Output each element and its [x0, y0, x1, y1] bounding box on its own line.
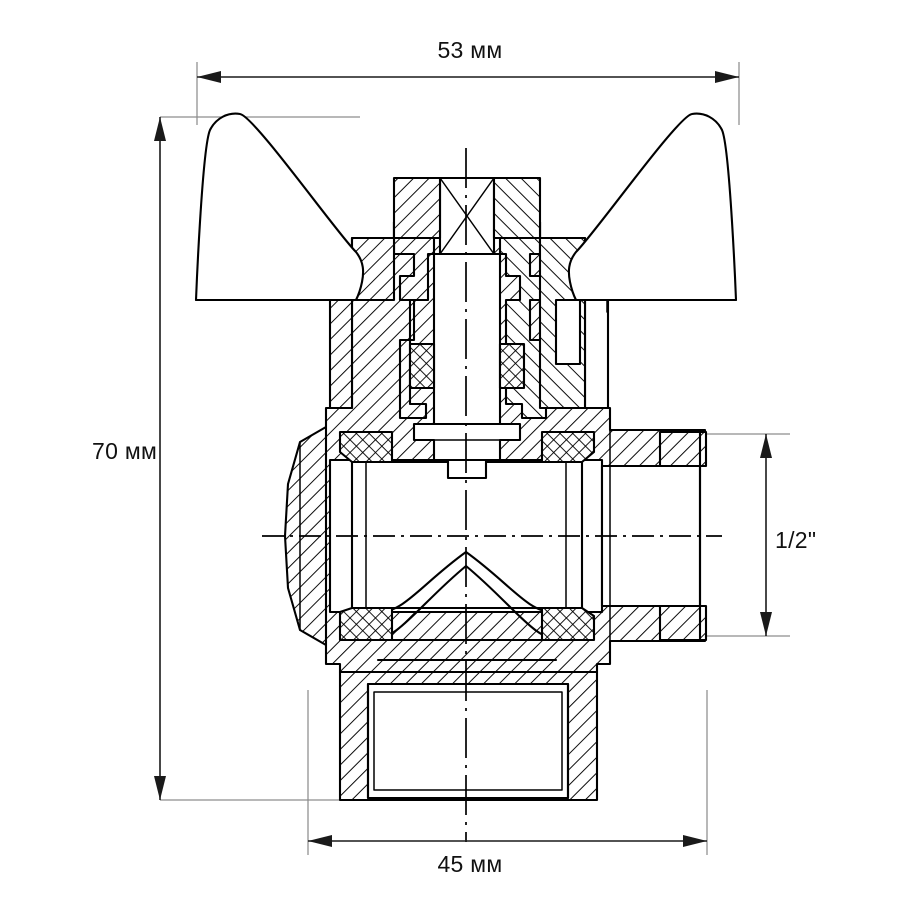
extension-lines: [160, 62, 790, 855]
bottom-threaded-port: [338, 670, 599, 800]
dimension-height-left: 70 мм: [92, 117, 166, 800]
butterfly-handle-right-wing: [567, 112, 738, 302]
dimension-width-top: 53 мм: [197, 37, 739, 83]
ptfe-seat-seals: [338, 430, 596, 642]
dimension-width-bottom: 45 мм: [308, 835, 707, 877]
valve-stem: [412, 176, 522, 480]
dimension-label-height-left: 70 мм: [92, 438, 157, 464]
stem-packing-seal: [408, 342, 526, 390]
dimension-label-width-top: 53 мм: [437, 37, 502, 63]
dimension-port-size-right: 1/2": [760, 434, 816, 636]
dimension-label-port-size: 1/2": [775, 527, 816, 553]
right-threaded-port: [658, 430, 708, 642]
centerlines: [262, 148, 722, 842]
butterfly-handle-left-wing: [194, 112, 365, 302]
dimension-label-width-bottom: 45 мм: [437, 851, 502, 877]
